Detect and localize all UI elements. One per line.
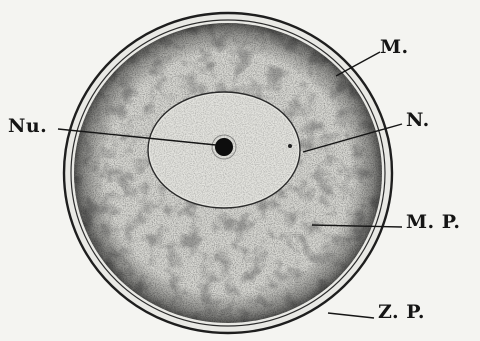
- label-protoplasm: M. P.: [406, 213, 461, 232]
- leader-line-zona: [328, 313, 374, 318]
- nucleolus: [215, 138, 233, 156]
- label-membrane: M.: [380, 38, 409, 57]
- label-nucleolus: Nu.: [8, 117, 47, 136]
- label-nucleus: N.: [406, 111, 430, 130]
- granule: [288, 144, 292, 148]
- label-zona-pellucida: Z. P.: [378, 303, 425, 322]
